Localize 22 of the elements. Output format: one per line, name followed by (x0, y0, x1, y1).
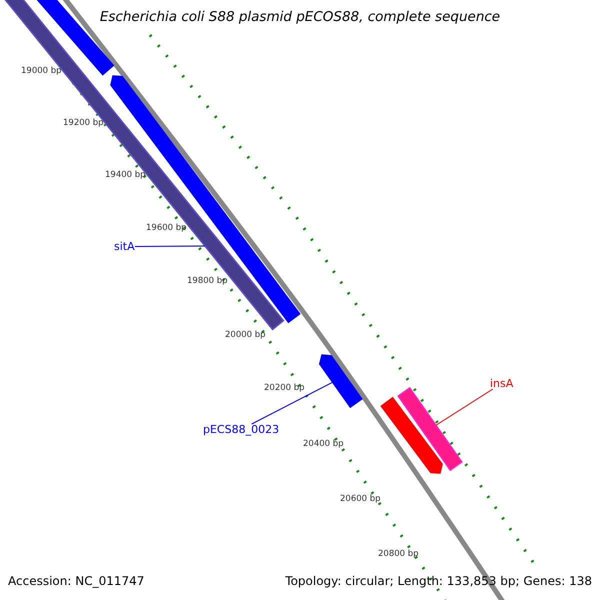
tick-label: 19200 bp (63, 119, 104, 128)
summary-text: Topology: circular; Length: 133,853 bp; Genes: 138 (285, 575, 592, 587)
gene-feature-bar (318, 354, 363, 408)
tick-label: 19400 bp (105, 171, 146, 180)
tick-label: 20400 bp (303, 440, 344, 448)
gene-label: insA (490, 378, 514, 389)
gene-feature-bar (380, 396, 443, 474)
tick-label: 19000 bp (21, 67, 62, 76)
tick-label: 20600 bp (340, 495, 381, 504)
leader-line (435, 388, 494, 426)
gene-feature-bar (397, 386, 463, 472)
gene-label: pECS88_0023 (203, 424, 280, 435)
accession-text: Accession: NC_011747 (8, 575, 144, 587)
tick-label: 20000 bp (225, 331, 266, 340)
tick-label: 20800 bp (378, 550, 419, 558)
gene-label: sitA (114, 241, 135, 252)
leader-line (251, 382, 334, 424)
tick-label: 20200 bp (264, 384, 305, 392)
tick-label: 19800 bp (187, 277, 228, 286)
leader-line (134, 246, 206, 247)
title: Escherichia coli S88 plasmid pECOS88, complete sequence (98, 11, 502, 24)
tick-label: 19600 bp (146, 224, 187, 232)
